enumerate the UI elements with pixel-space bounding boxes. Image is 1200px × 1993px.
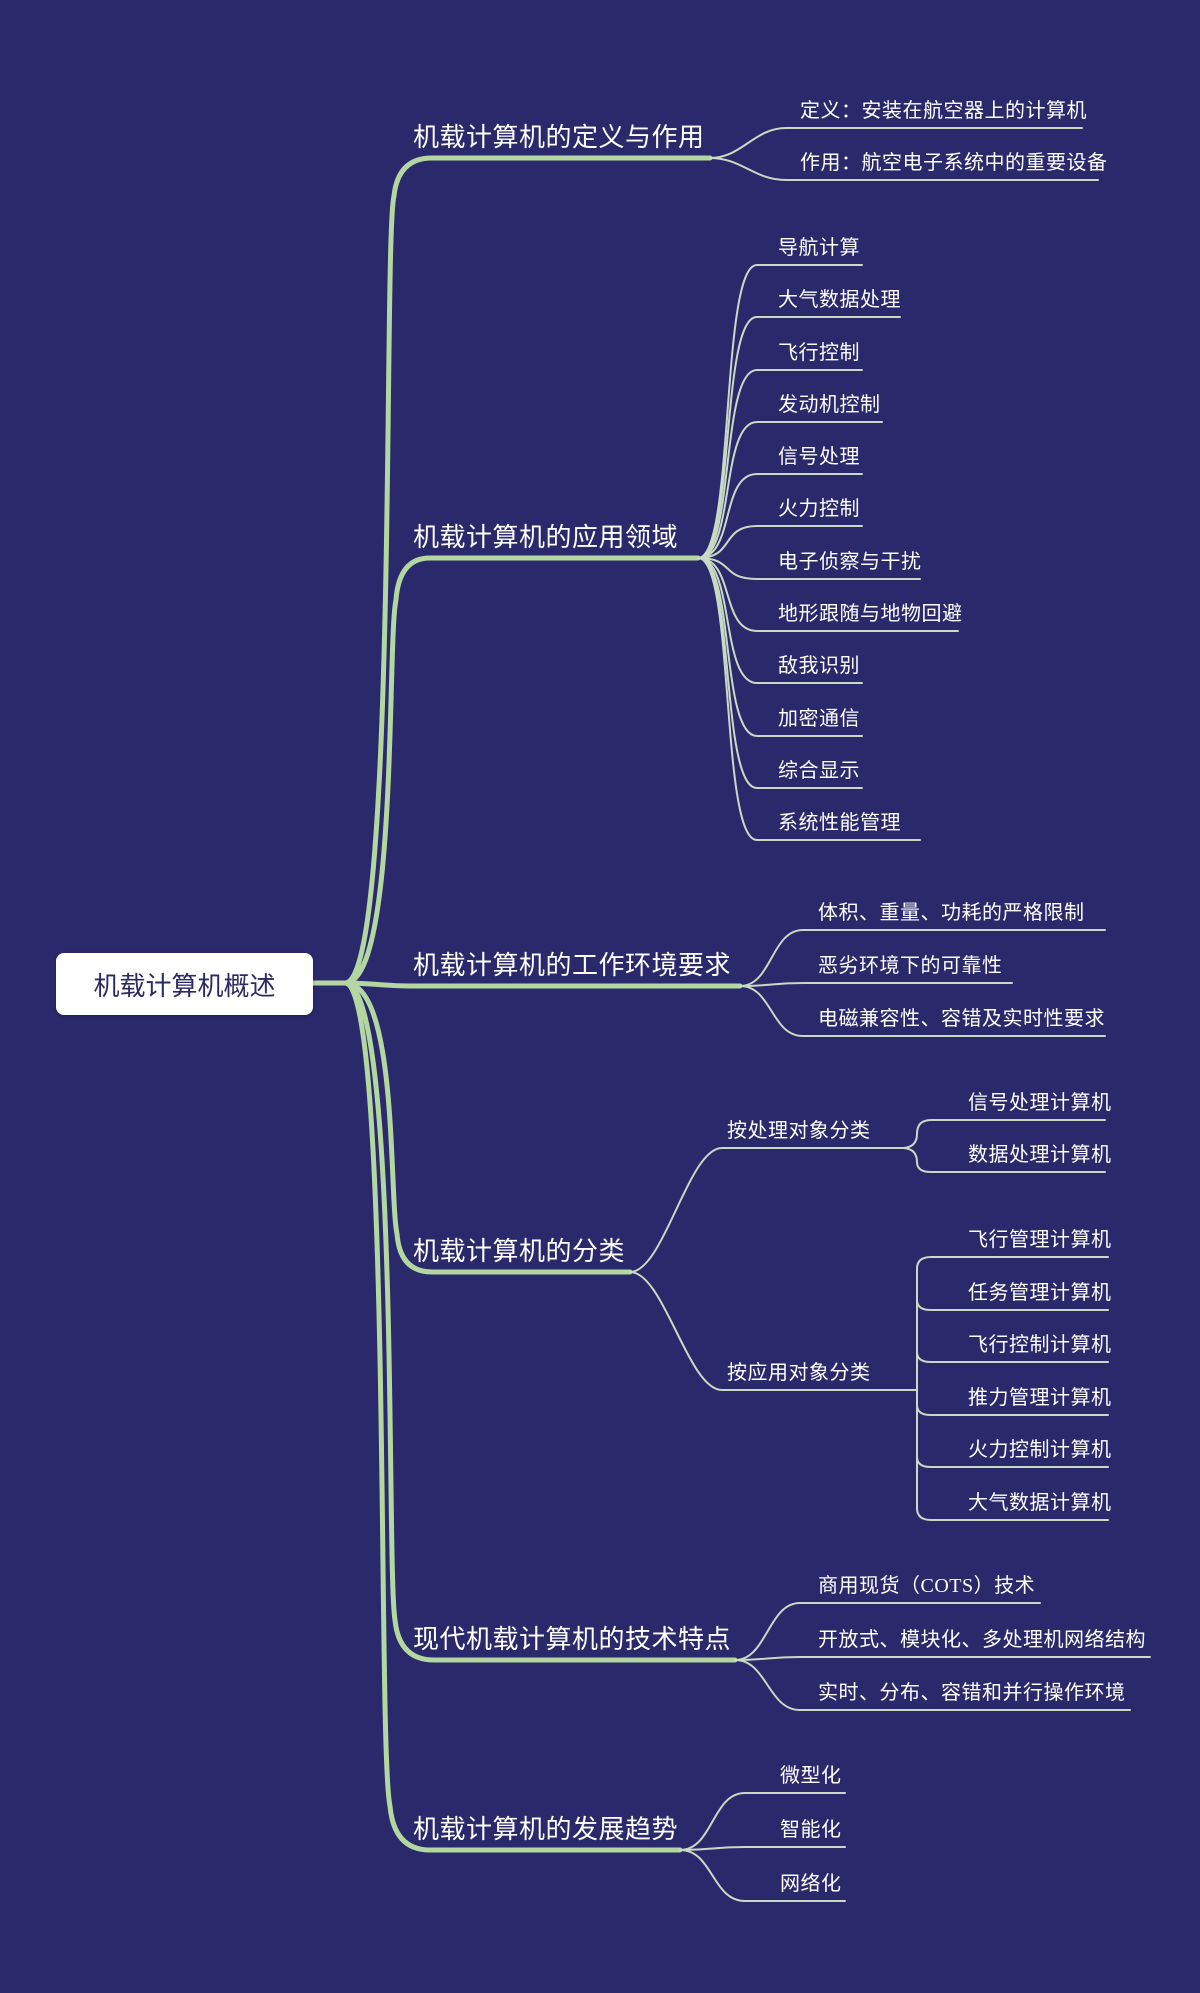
connector-leaf (739, 982, 1013, 987)
leaf-node[interactable]: 信号处理 (778, 446, 860, 468)
leaf-node[interactable]: 系统性能管理 (778, 812, 901, 834)
subbranch-by-application-object[interactable]: 按应用对象分类 (727, 1362, 871, 1384)
leaf-node[interactable]: 数据处理计算机 (968, 1144, 1112, 1166)
connector-leaf (697, 557, 959, 632)
connector-leaf (697, 557, 863, 737)
leaf-node[interactable]: 发动机控制 (778, 394, 881, 416)
leaf-node[interactable]: 大气数据计算机 (968, 1492, 1112, 1514)
connector-leaf (697, 525, 863, 559)
connector-leaf (697, 316, 901, 559)
branch-definition[interactable]: 机载计算机的定义与作用 (413, 123, 705, 152)
branch-features[interactable]: 现代机载计算机的技术特点 (413, 1625, 732, 1654)
connector-leaf (697, 264, 863, 559)
connector-leaf (709, 127, 1083, 159)
connector-leaf (697, 369, 863, 559)
root-node[interactable]: 机载计算机概述 (56, 953, 313, 1015)
connector-leaf (679, 1792, 846, 1851)
connector-leaf (734, 1656, 1151, 1661)
leaf-node[interactable]: 敌我识别 (778, 655, 860, 677)
connector-leaf (739, 985, 1106, 1037)
connector-leaf (697, 421, 883, 559)
leaf-node[interactable]: 加密通信 (778, 708, 860, 730)
leaf-node[interactable]: 飞行管理计算机 (968, 1229, 1112, 1251)
connector-branch-trends (342, 980, 683, 1853)
connector-leaf (903, 1119, 1106, 1149)
root-node-label: 机载计算机概述 (93, 971, 276, 1001)
connector-leaf (903, 1147, 1106, 1173)
leaf-node[interactable]: 火力控制 (778, 498, 860, 520)
branch-environment[interactable]: 机载计算机的工作环境要求 (413, 951, 732, 980)
branch-trends[interactable]: 机载计算机的发展趋势 (413, 1815, 679, 1844)
leaf-node[interactable]: 网络化 (780, 1873, 842, 1895)
leaf-node[interactable]: 地形跟随与地物回避 (778, 603, 963, 625)
connector-leaf (916, 1404, 1109, 1416)
connector-leaf (916, 1456, 1109, 1468)
leaf-node[interactable]: 微型化 (780, 1765, 842, 1787)
leaf-node[interactable]: 火力控制计算机 (968, 1439, 1112, 1461)
connector-leaf (739, 929, 1106, 987)
leaf-node[interactable]: 体积、重量、功耗的严格限制 (818, 902, 1085, 924)
leaf-node[interactable]: 电子侦察与干扰 (778, 551, 922, 573)
connector-leaf (709, 157, 1099, 181)
leaf-node[interactable]: 定义：安装在航空器上的计算机 (800, 100, 1087, 122)
leaf-node[interactable]: 飞行控制计算机 (968, 1334, 1112, 1356)
connector-branch-applications (342, 555, 701, 986)
branch-classification[interactable]: 机载计算机的分类 (413, 1237, 626, 1266)
connector-branch-features (342, 980, 738, 1663)
connector-bracket (916, 1256, 932, 1521)
connector-leaf (734, 1602, 1041, 1661)
leaf-node[interactable]: 飞行控制 (778, 342, 860, 364)
leaf-node[interactable]: 恶劣环境下的可靠性 (818, 955, 1003, 977)
leaf-node[interactable]: 作用：航空电子系统中的重要设备 (800, 152, 1108, 174)
leaf-node[interactable]: 智能化 (780, 1819, 842, 1841)
branch-applications[interactable]: 机载计算机的应用领域 (413, 523, 679, 552)
leaf-node[interactable]: 信号处理计算机 (968, 1092, 1112, 1114)
leaf-node[interactable]: 实时、分布、容错和并行操作环境 (818, 1682, 1126, 1704)
connector-leaf (679, 1849, 846, 1902)
leaf-node[interactable]: 商用现货（COTS）技术 (818, 1575, 1036, 1597)
connector-leaf (916, 1351, 1109, 1363)
connector-leaf (697, 557, 863, 684)
leaf-node[interactable]: 综合显示 (778, 760, 860, 782)
connector-subbranch (629, 1271, 869, 1391)
connector-leaf (734, 1659, 1131, 1711)
connector-leaf (697, 557, 921, 580)
leaf-node[interactable]: 电磁兼容性、容错及实时性要求 (818, 1008, 1105, 1030)
connector-leaf (679, 1846, 846, 1851)
connector-leaf (697, 557, 921, 841)
connector-subbranch (629, 1147, 869, 1273)
connector-leaf (916, 1299, 1109, 1311)
connector-branch-classification (342, 980, 633, 1275)
connector-branch-environment (342, 980, 743, 989)
leaf-node[interactable]: 开放式、模块化、多处理机网络结构 (818, 1629, 1146, 1651)
leaf-node[interactable]: 任务管理计算机 (968, 1282, 1112, 1304)
leaf-node[interactable]: 大气数据处理 (778, 289, 901, 311)
subbranch-by-processing-object[interactable]: 按处理对象分类 (727, 1120, 871, 1142)
connector-branch-definition (342, 155, 713, 986)
connector-leaf (697, 473, 863, 559)
leaf-node[interactable]: 推力管理计算机 (968, 1387, 1112, 1409)
leaf-node[interactable]: 导航计算 (778, 237, 860, 259)
